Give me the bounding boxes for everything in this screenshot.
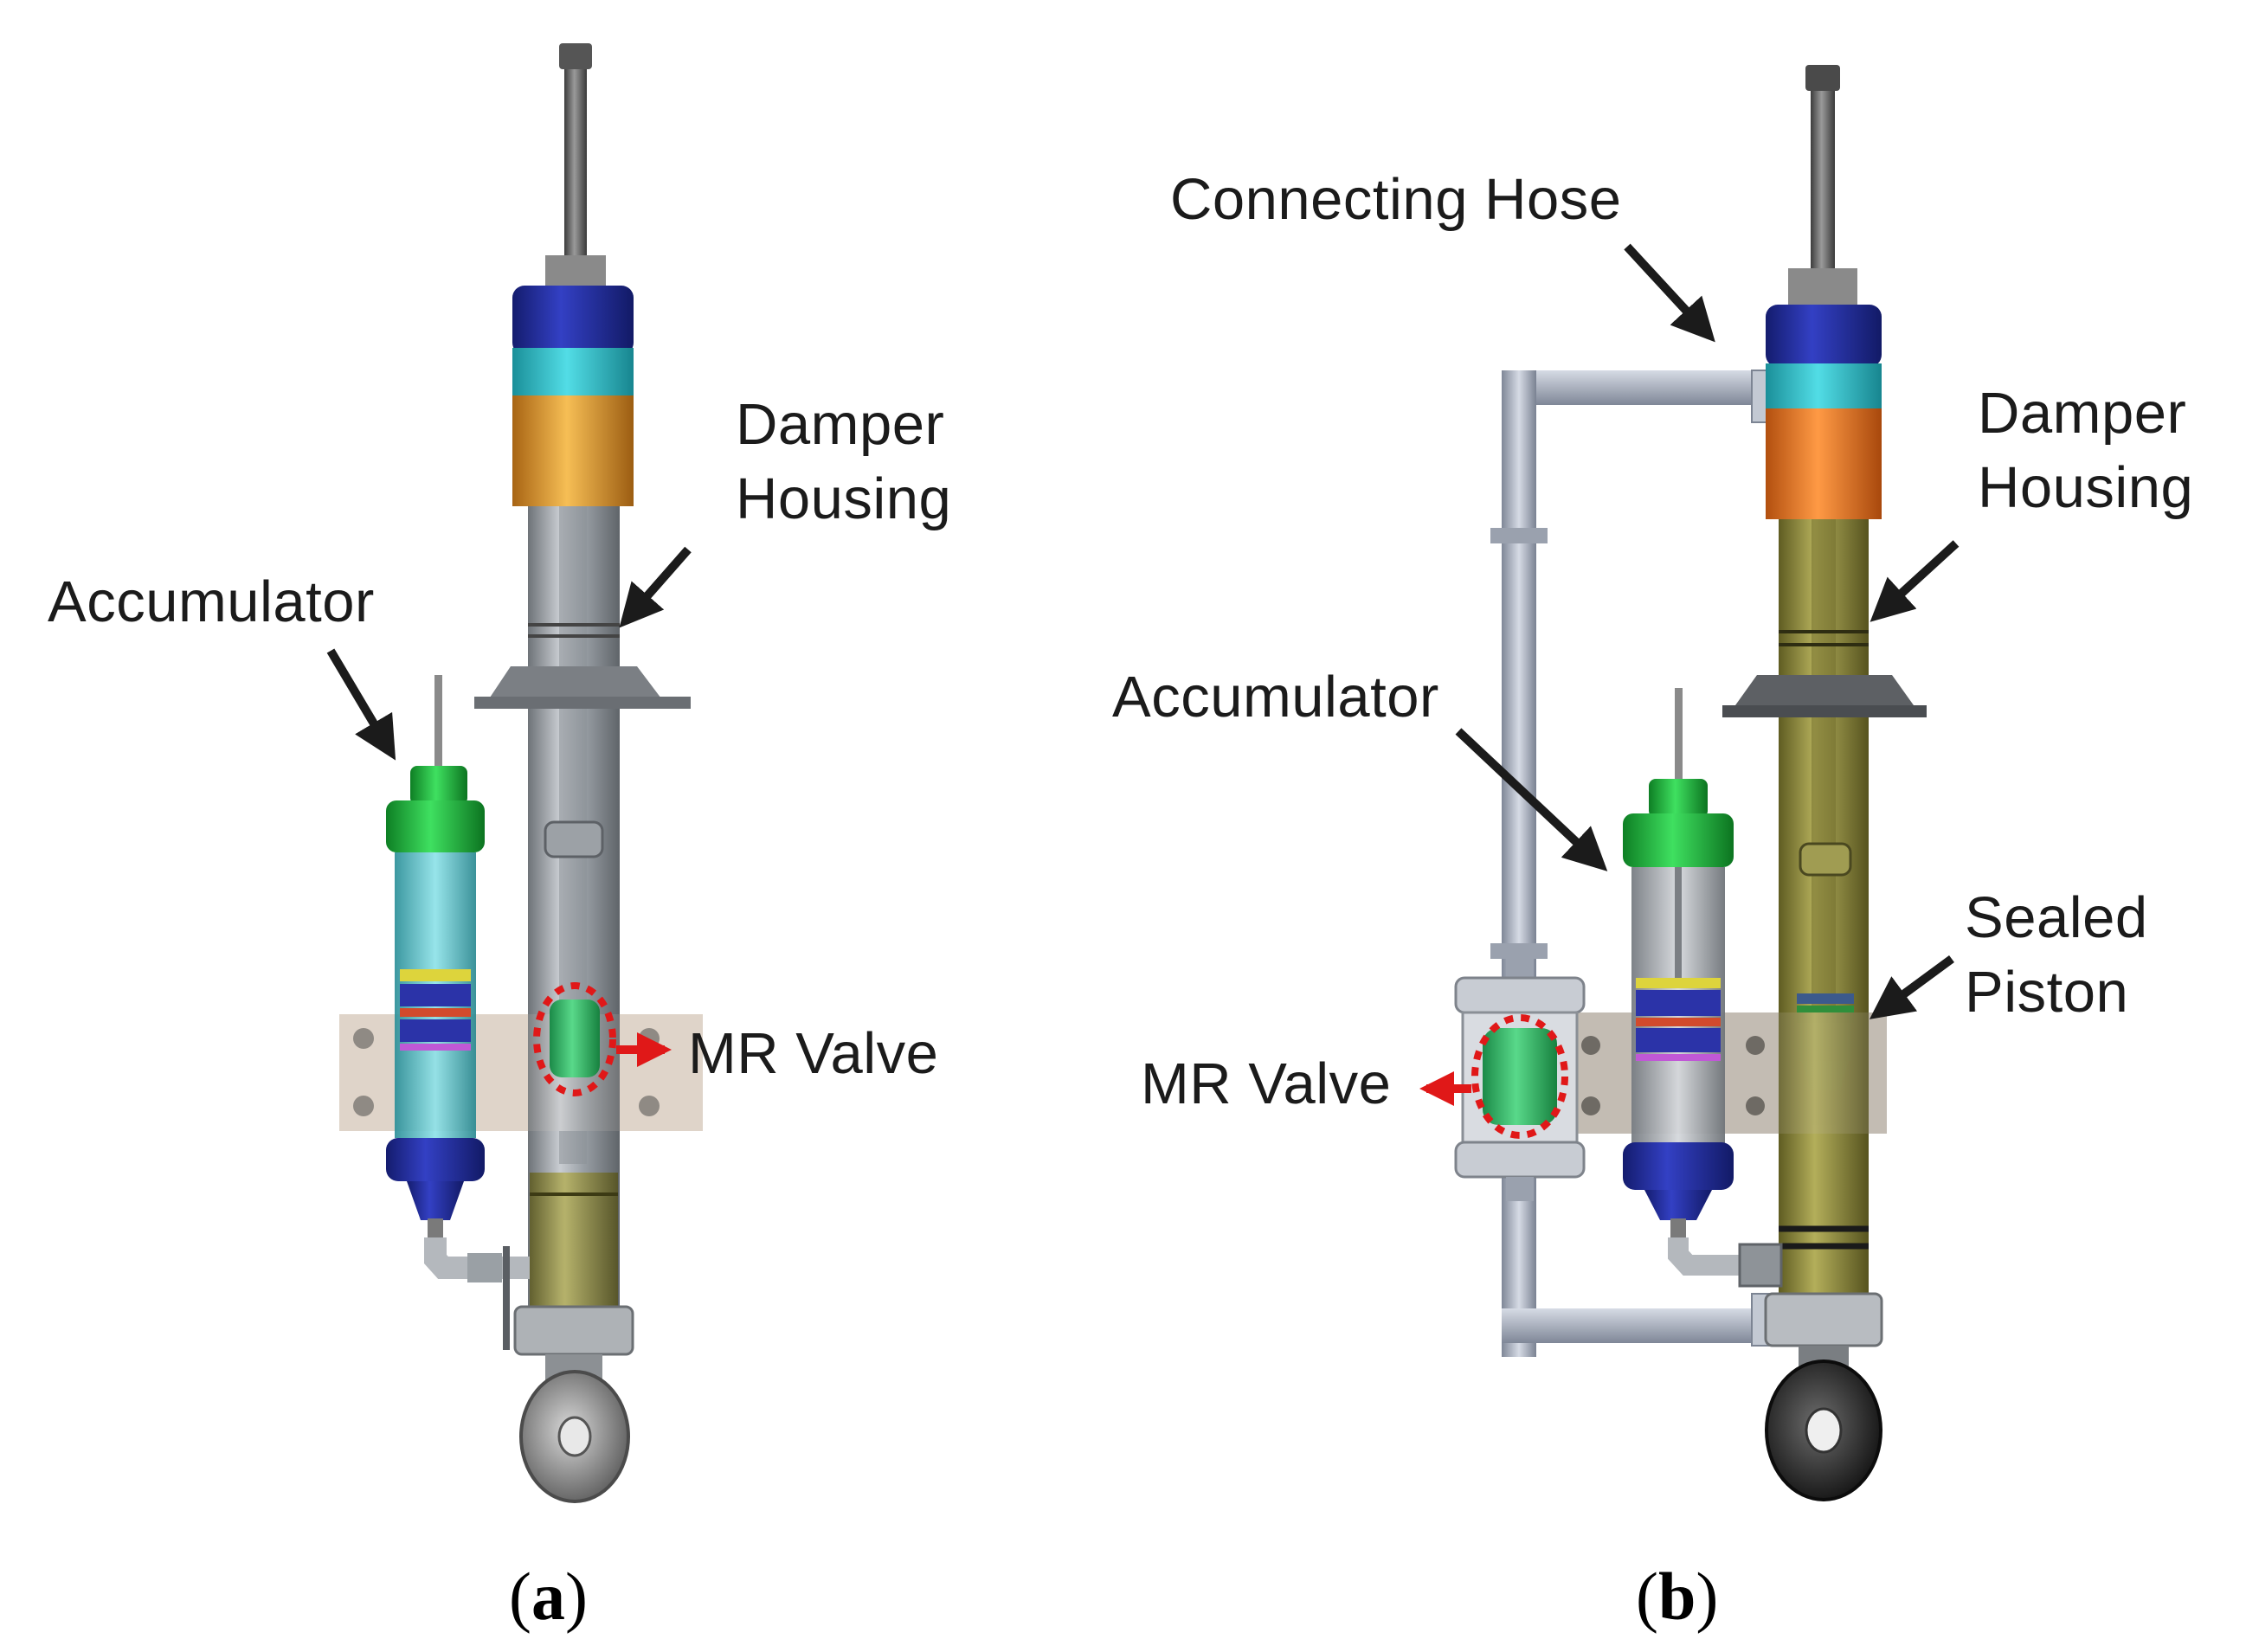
sealed-piston-label-line1: Sealed — [1965, 885, 2148, 950]
damper-cap-b — [1766, 305, 1882, 367]
sealed-piston-label-line2: Piston — [1965, 959, 2129, 1025]
accumulator-b — [1623, 688, 1734, 1237]
mr-valve — [550, 1000, 600, 1077]
connecting-hose-pointer — [1624, 243, 1715, 343]
panel-a-drawing — [326, 43, 703, 1503]
caption-a-close: ) — [564, 1559, 588, 1634]
damper-housing-label-b-line1: Damper — [1978, 381, 2187, 446]
damper-housing-label-b: Damper Housing — [1978, 376, 2193, 525]
caption-b-close: ) — [1696, 1559, 1719, 1634]
damper-orange-band — [512, 395, 634, 506]
accumulator-label-b: Accumulator — [1112, 665, 1439, 730]
connecting-hose-bottom — [1502, 1308, 1787, 1343]
damper-housing-label-b-line2: Housing — [1978, 454, 2194, 520]
panel-b-drawing — [1419, 65, 1960, 1501]
damper-housing-label-line1: Damper — [736, 392, 945, 457]
accumulator-pointer-b — [1455, 728, 1608, 871]
damper-cyan-band — [512, 348, 634, 395]
mr-valve-highlight — [533, 982, 616, 1096]
caption-a-letter: a — [531, 1559, 565, 1634]
damper-orange-band-b — [1766, 408, 1882, 519]
mr-valve-b — [1483, 1028, 1557, 1125]
caption-a-open: ( — [509, 1559, 531, 1634]
caption-b-letter: b — [1657, 1559, 1696, 1634]
connecting-hose-top — [1502, 370, 1787, 405]
sealed-piston-label: Sealed Piston — [1965, 881, 2148, 1030]
damper-cap — [512, 286, 634, 355]
spring-seat — [485, 666, 666, 705]
mr-valve-label-a: MR Valve — [688, 1021, 939, 1086]
accumulator-label-a: Accumulator — [48, 569, 375, 634]
sealed-piston-pointer — [1869, 955, 1954, 1019]
mr-valve-label-b: MR Valve — [1141, 1051, 1392, 1116]
caption-b: (b) — [1636, 1558, 1718, 1636]
caption-a: (a) — [509, 1558, 588, 1636]
accumulator — [386, 675, 485, 1237]
damper-housing-label-line2: Housing — [736, 466, 952, 531]
damper-housing-pointer-a — [619, 546, 692, 628]
damper-cyan-band-b — [1766, 363, 1882, 408]
damper-housing-label-a: Damper Housing — [736, 388, 951, 537]
mr-valve-highlight-b — [1471, 1014, 1568, 1139]
connecting-hose-vertical — [1502, 370, 1536, 1357]
connecting-hose-label: Connecting Hose — [1170, 167, 1622, 232]
damper-housing-pointer-b — [1870, 540, 1960, 622]
accumulator-pointer-a — [326, 648, 396, 761]
caption-b-open: ( — [1636, 1559, 1658, 1634]
